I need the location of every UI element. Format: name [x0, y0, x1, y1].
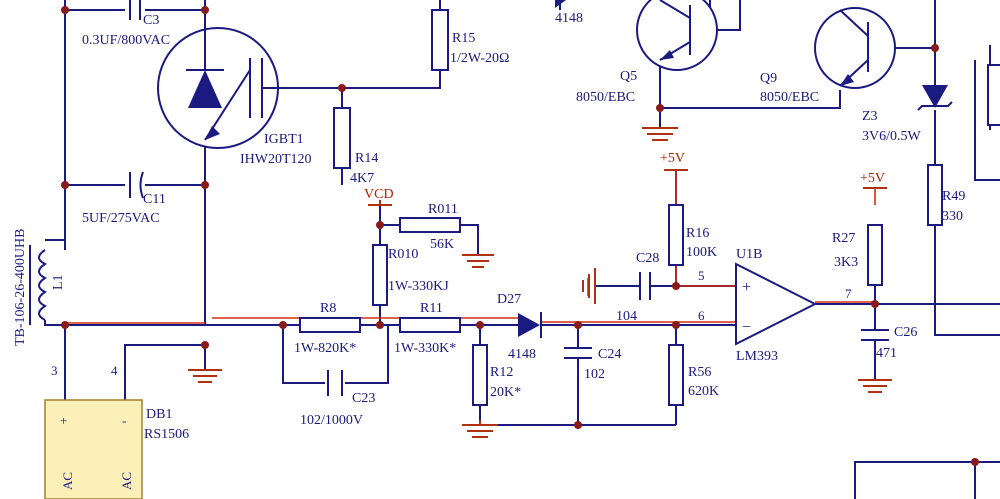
z3-value: 3V6/0.5W [862, 129, 922, 144]
c3-ref: C3 [143, 13, 159, 28]
c23-value: 102/1000V [300, 413, 363, 428]
transistor-q5 [636, 0, 718, 71]
r15-ref: R15 [452, 31, 475, 46]
r8-value: 1W-820K* [294, 341, 356, 356]
ground-symbols [188, 127, 892, 438]
r12-value: 20K* [490, 385, 521, 400]
igbt-ref: IGBT1 [264, 132, 304, 147]
z3-ref: Z3 [862, 109, 878, 124]
r11-ref: R11 [420, 301, 443, 316]
db1-pin-minus: - [122, 413, 126, 428]
r49-ref: R49 [942, 189, 965, 204]
c11-value: 5UF/275VAC [82, 211, 160, 226]
resistor-right-edge [987, 64, 1000, 126]
r49-value: 330 [942, 209, 963, 224]
q5-value: 8050/EBC [576, 90, 635, 105]
d27-ref: D27 [497, 292, 521, 307]
c23-ref: C23 [352, 391, 375, 406]
c28-ref: C28 [636, 251, 659, 266]
r56-value: 620K [688, 384, 719, 399]
capacitor-c26 [861, 329, 889, 341]
diode-top [555, 0, 566, 8]
r27-ref: R27 [832, 231, 855, 246]
capacitor-c23 [327, 370, 343, 396]
capacitor-c28 [639, 272, 651, 300]
r8-ref: R8 [320, 301, 336, 316]
zener-z3 [917, 85, 953, 111]
u1b-pin-plus: + [742, 279, 751, 296]
u1b-pin-7: 7 [845, 286, 852, 301]
u1b-ref: U1B [736, 247, 762, 262]
resistor-r14 [333, 107, 351, 169]
c26-value: 471 [876, 346, 897, 361]
inductor-l1 [29, 245, 47, 325]
db1-value: RS1506 [144, 427, 189, 442]
resistor-r8 [299, 317, 361, 333]
db1-pin-plus: + [60, 413, 67, 428]
r12-ref: R12 [490, 365, 513, 380]
u1b-pin-minus: − [742, 319, 751, 336]
comparator-u1b [735, 262, 818, 346]
resistor-r12 [472, 344, 488, 406]
db1-pin-4: 4 [111, 363, 118, 378]
c3-value: 0.3UF/800VAC [82, 33, 170, 48]
transistor-q9 [814, 7, 896, 89]
capacitor-c24 [564, 347, 592, 359]
r011-ref: R011 [428, 202, 458, 217]
u1b-pin-6: 6 [698, 308, 705, 323]
r56-ref: R56 [688, 365, 711, 380]
c28-value: 104 [616, 309, 637, 324]
db1-pin-3: 3 [51, 363, 58, 378]
c26-ref: C26 [894, 325, 917, 340]
power-symbols [368, 169, 887, 206]
bridge-db1 [44, 399, 143, 499]
c11-ref: C11 [143, 192, 166, 207]
diode-d27 [518, 312, 542, 338]
c24-value: 102 [584, 367, 605, 382]
r010-value: 1W-330KJ [388, 279, 449, 294]
d27-value: 4148 [508, 347, 536, 362]
r11-value: 1W-330K* [394, 341, 456, 356]
resistor-r16 [668, 204, 684, 266]
net-5v-a: +5V [660, 151, 685, 166]
r16-ref: R16 [686, 226, 709, 241]
igbt-symbol [157, 27, 290, 149]
r15-value: 1/2W-20Ω [450, 51, 509, 66]
igbt-value: IHW20T120 [240, 152, 312, 167]
db1-ref: DB1 [146, 407, 172, 422]
l1-ref: L1 [51, 274, 66, 290]
r010-ref: R010 [388, 247, 418, 262]
resistor-r49 [927, 164, 943, 226]
q5-ref: Q5 [620, 69, 637, 84]
db1-pin-ac1: AC [60, 472, 75, 490]
net-5v-b: +5V [860, 171, 885, 186]
diode-top-value: 4148 [555, 11, 583, 26]
q9-value: 8050/EBC [760, 90, 819, 105]
c24-ref: C24 [598, 347, 621, 362]
junction-dots [61, 6, 979, 466]
resistor-r15 [431, 9, 449, 71]
u1b-pin-5: 5 [698, 268, 705, 283]
net-vcd: VCD [364, 187, 394, 202]
capacitor-c3 [129, 0, 141, 20]
resistor-r11 [399, 317, 461, 333]
resistor-r011 [399, 217, 461, 233]
capacitor-c11 [129, 171, 144, 199]
r14-value: 4K7 [350, 171, 374, 186]
u1b-value: LM393 [736, 349, 778, 364]
r14-ref: R14 [355, 151, 378, 166]
db1-pin-ac2: AC [119, 472, 134, 490]
r27-value: 3K3 [834, 255, 858, 270]
r011-value: 56K [430, 237, 454, 252]
resistor-r56 [668, 344, 684, 406]
resistor-r27 [867, 224, 883, 286]
r16-value: 100K [686, 245, 717, 260]
resistor-r010 [372, 244, 388, 306]
q9-ref: Q9 [760, 71, 777, 86]
l1-value: TB-106-26-400UHB [13, 229, 28, 346]
